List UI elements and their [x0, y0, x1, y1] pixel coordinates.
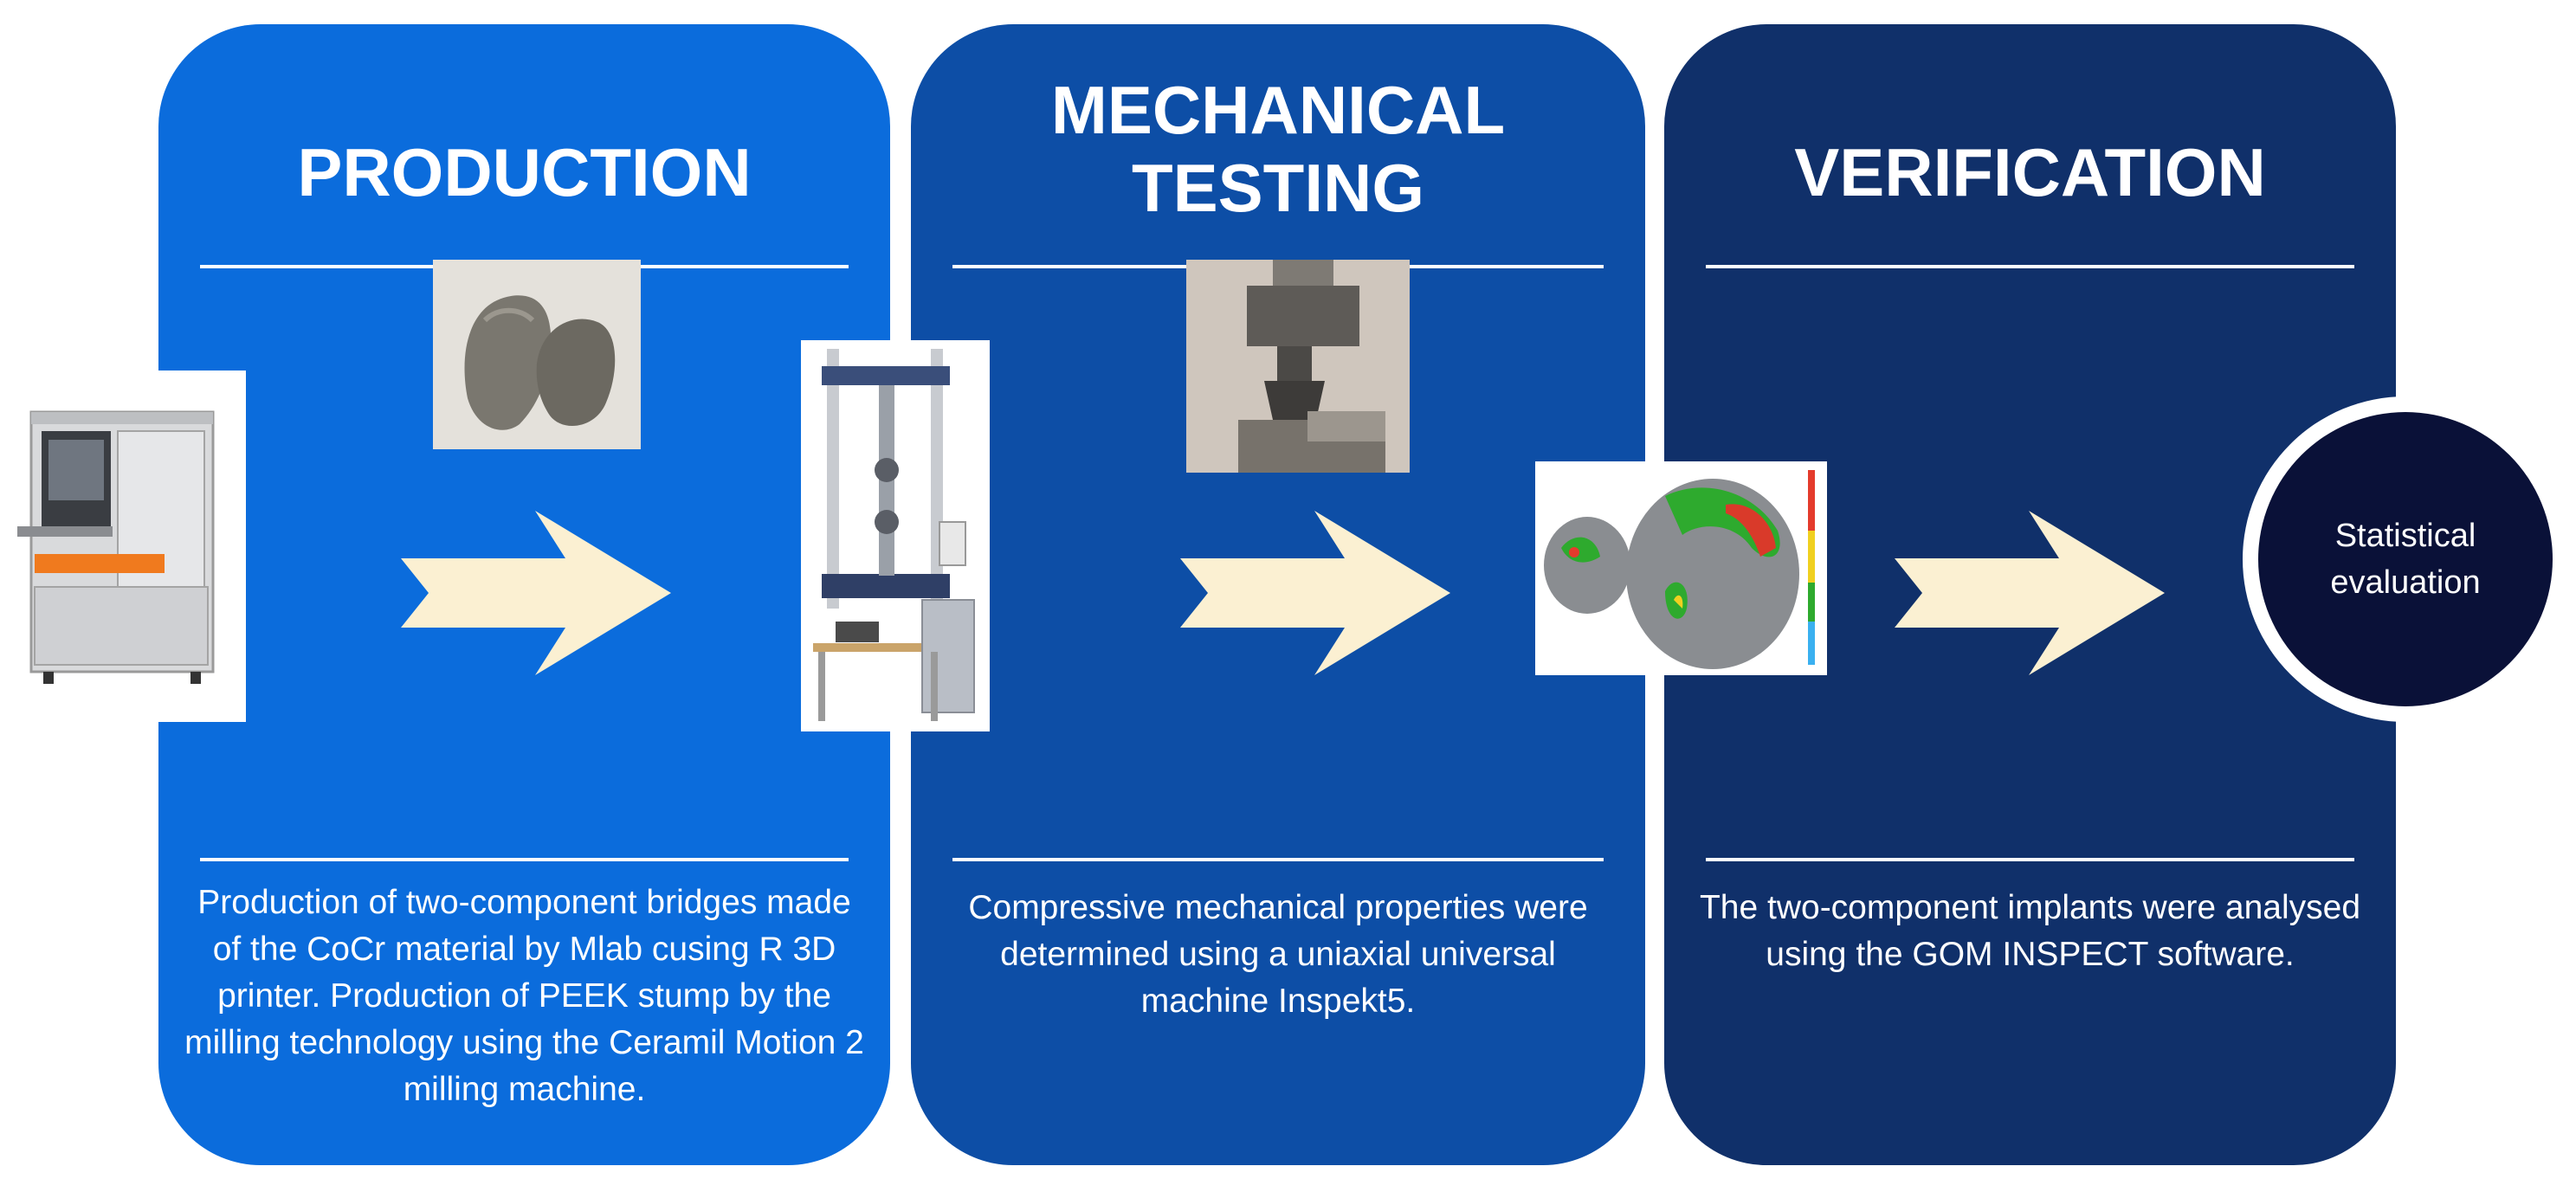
3d-printer-photo	[0, 370, 246, 722]
arrow-icon	[1895, 511, 2165, 675]
mechanical-testing-title-line2: TESTING	[1131, 150, 1424, 226]
arrow-icon	[401, 511, 671, 675]
mechanical-testing-bottom-divider	[952, 858, 1604, 861]
bridge-sample-photo	[433, 260, 641, 449]
production-bottom-divider	[200, 858, 849, 861]
mechanical-testing-description: Compressive mechanical properties were d…	[968, 889, 1588, 1020]
verification-title: VERIFICATION	[1794, 134, 2266, 210]
statistical-evaluation-node: Statistical evaluation	[2258, 412, 2553, 706]
statistical-evaluation-line1: Statistical	[2334, 518, 2476, 554]
testing-machine-photo	[801, 340, 990, 731]
verification-bottom-divider	[1706, 858, 2354, 861]
production-panel: PRODUCTION Production of two-component b…	[158, 24, 890, 1165]
verification-top-divider	[1706, 265, 2354, 268]
production-description: Production of two-component bridges made…	[184, 884, 864, 1108]
deviation-scan-photo	[1535, 461, 1827, 675]
compression-test-photo	[1186, 260, 1410, 473]
mechanical-testing-title-line1: MECHANICAL	[1050, 72, 1506, 148]
arrow-icon	[1180, 511, 1450, 675]
statistical-evaluation-line2: evaluation	[2330, 564, 2481, 601]
production-title: PRODUCTION	[297, 134, 752, 210]
verification-description: The two-component implants were analysed…	[1699, 889, 2361, 973]
